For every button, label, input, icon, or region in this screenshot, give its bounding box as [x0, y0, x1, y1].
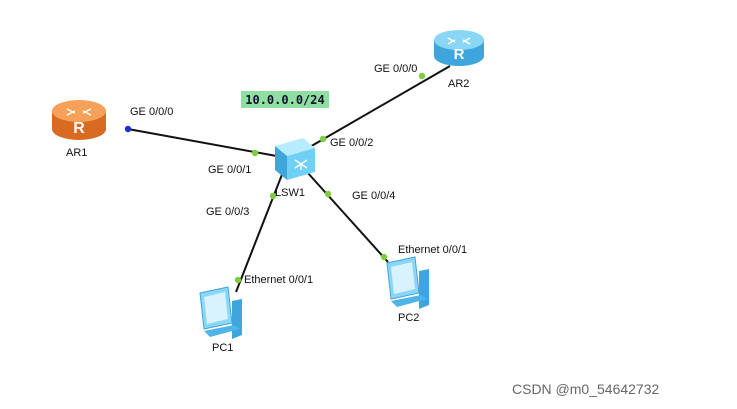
port-label-ar1-g000: GE 0/0/0 — [130, 106, 174, 118]
pc-icon[interactable] — [199, 286, 242, 339]
router-icon[interactable]: R — [52, 100, 106, 140]
link-lsw1-pc1[interactable] — [235, 171, 284, 293]
port-indicator-pc1 — [234, 276, 242, 284]
link-lsw1-pc2[interactable] — [306, 171, 389, 263]
port-label-lsw1-g004: GE 0/0/4 — [352, 190, 396, 202]
port-indicator-lsw1-g004 — [324, 190, 332, 198]
port-label-ar2-g000: GE 0/0/0 — [374, 63, 418, 75]
port-label-lsw1-g002: GE 0/0/2 — [330, 137, 374, 149]
device-label-pc1: PC1 — [212, 342, 234, 354]
device-label-ar2: AR2 — [448, 78, 470, 90]
port-indicator-lsw1-g002 — [319, 135, 327, 143]
switch-icon[interactable] — [275, 138, 315, 180]
port-label-lsw1-g001: GE 0/0/1 — [208, 164, 252, 176]
device-label-ar1: AR1 — [66, 147, 88, 159]
port-indicator-ar2 — [418, 72, 426, 80]
svg-text:R: R — [454, 46, 465, 63]
port-indicator-ar1 — [124, 125, 132, 133]
svg-text:R: R — [73, 120, 85, 137]
port-label-pc2-eth: Ethernet 0/0/1 — [398, 244, 468, 256]
port-label-pc1-eth: Ethernet 0/0/1 — [244, 274, 314, 286]
link-ar1-lsw1[interactable] — [127, 128, 283, 158]
subnet-label: 10.0.0.0/24 — [241, 91, 329, 108]
watermark: CSDN @m0_54642732 — [512, 381, 660, 397]
device-label-lsw1: LSW1 — [275, 187, 305, 199]
device-label-pc2: PC2 — [398, 312, 420, 324]
port-indicator-pc2 — [380, 253, 388, 261]
link-lsw1-ar2[interactable] — [307, 65, 451, 149]
port-indicator-lsw1-g003 — [269, 192, 277, 200]
port-label-lsw1-g003: GE 0/0/3 — [206, 206, 250, 218]
pc-icon[interactable] — [386, 256, 429, 309]
router-icon[interactable]: R — [434, 30, 484, 66]
port-indicator-lsw1-g001 — [251, 149, 259, 157]
